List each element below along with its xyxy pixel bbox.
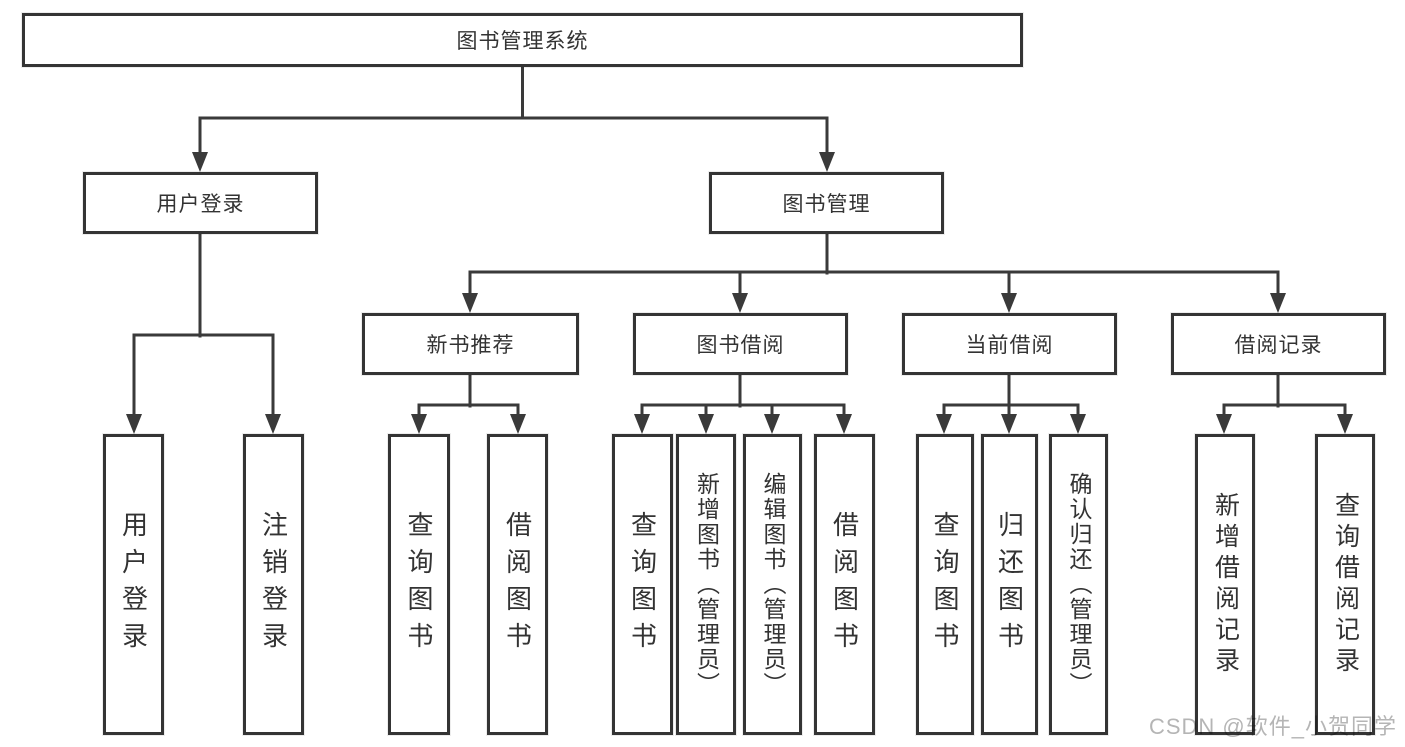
node-leaf-user-login: 用户登录 bbox=[103, 434, 164, 735]
node-book-borrowing: 图书借阅 bbox=[633, 313, 848, 375]
connector-arrowheads bbox=[126, 152, 1353, 434]
node-leaf-add-books-admin: 新增图书（管理员） bbox=[676, 434, 736, 735]
node-book-management-branch: 图书管理 bbox=[709, 172, 944, 234]
node-leaf-edit-books-admin: 编辑图书（管理员） bbox=[743, 434, 802, 735]
node-leaf-borrow-books-recommend: 借阅图书 bbox=[487, 434, 548, 735]
node-leaf-add-borrow-record: 新增借阅记录 bbox=[1195, 434, 1255, 735]
node-borrowing-records: 借阅记录 bbox=[1171, 313, 1386, 375]
csdn-watermark: CSDN @软件_小贺同学 bbox=[1148, 714, 1397, 739]
node-new-book-recommendation: 新书推荐 bbox=[362, 313, 579, 375]
node-leaf-logout: 注销登录 bbox=[243, 434, 304, 735]
node-leaf-query-borrow-record: 查询借阅记录 bbox=[1315, 434, 1375, 735]
node-leaf-query-books-borrowing: 查询图书 bbox=[612, 434, 673, 735]
node-library-management-system: 图书管理系统 bbox=[22, 13, 1023, 67]
node-leaf-confirm-return-admin: 确认归还（管理员） bbox=[1049, 434, 1108, 735]
node-user-login-branch: 用户登录 bbox=[83, 172, 318, 234]
connector-lines bbox=[132, 65, 1347, 418]
node-current-borrowing: 当前借阅 bbox=[902, 313, 1117, 375]
node-leaf-query-books-recommend: 查询图书 bbox=[388, 434, 450, 735]
node-leaf-query-books-current: 查询图书 bbox=[916, 434, 974, 735]
node-leaf-borrow-books-borrowing: 借阅图书 bbox=[814, 434, 875, 735]
node-leaf-return-books: 归还图书 bbox=[981, 434, 1038, 735]
